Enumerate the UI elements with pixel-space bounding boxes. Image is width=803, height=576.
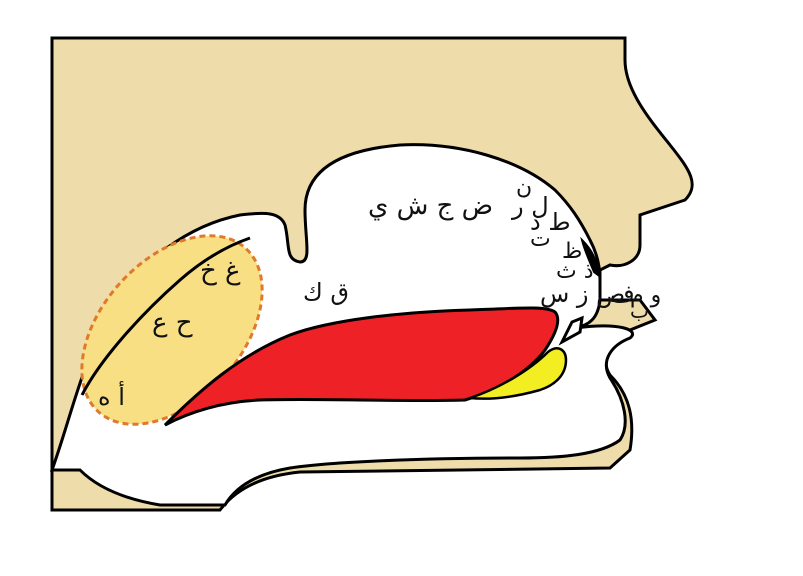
label-hard-palate: ض ج ش ي bbox=[368, 191, 493, 221]
label-labial-b: ب bbox=[630, 299, 649, 323]
label-throat-middle: ح ع bbox=[152, 308, 193, 338]
label-alveolar-t2: ت bbox=[530, 227, 551, 252]
label-throat-bottom: أ ه bbox=[98, 381, 125, 411]
label-throat-top: غ خ bbox=[200, 256, 241, 286]
label-uvular: ق ك bbox=[303, 278, 349, 306]
